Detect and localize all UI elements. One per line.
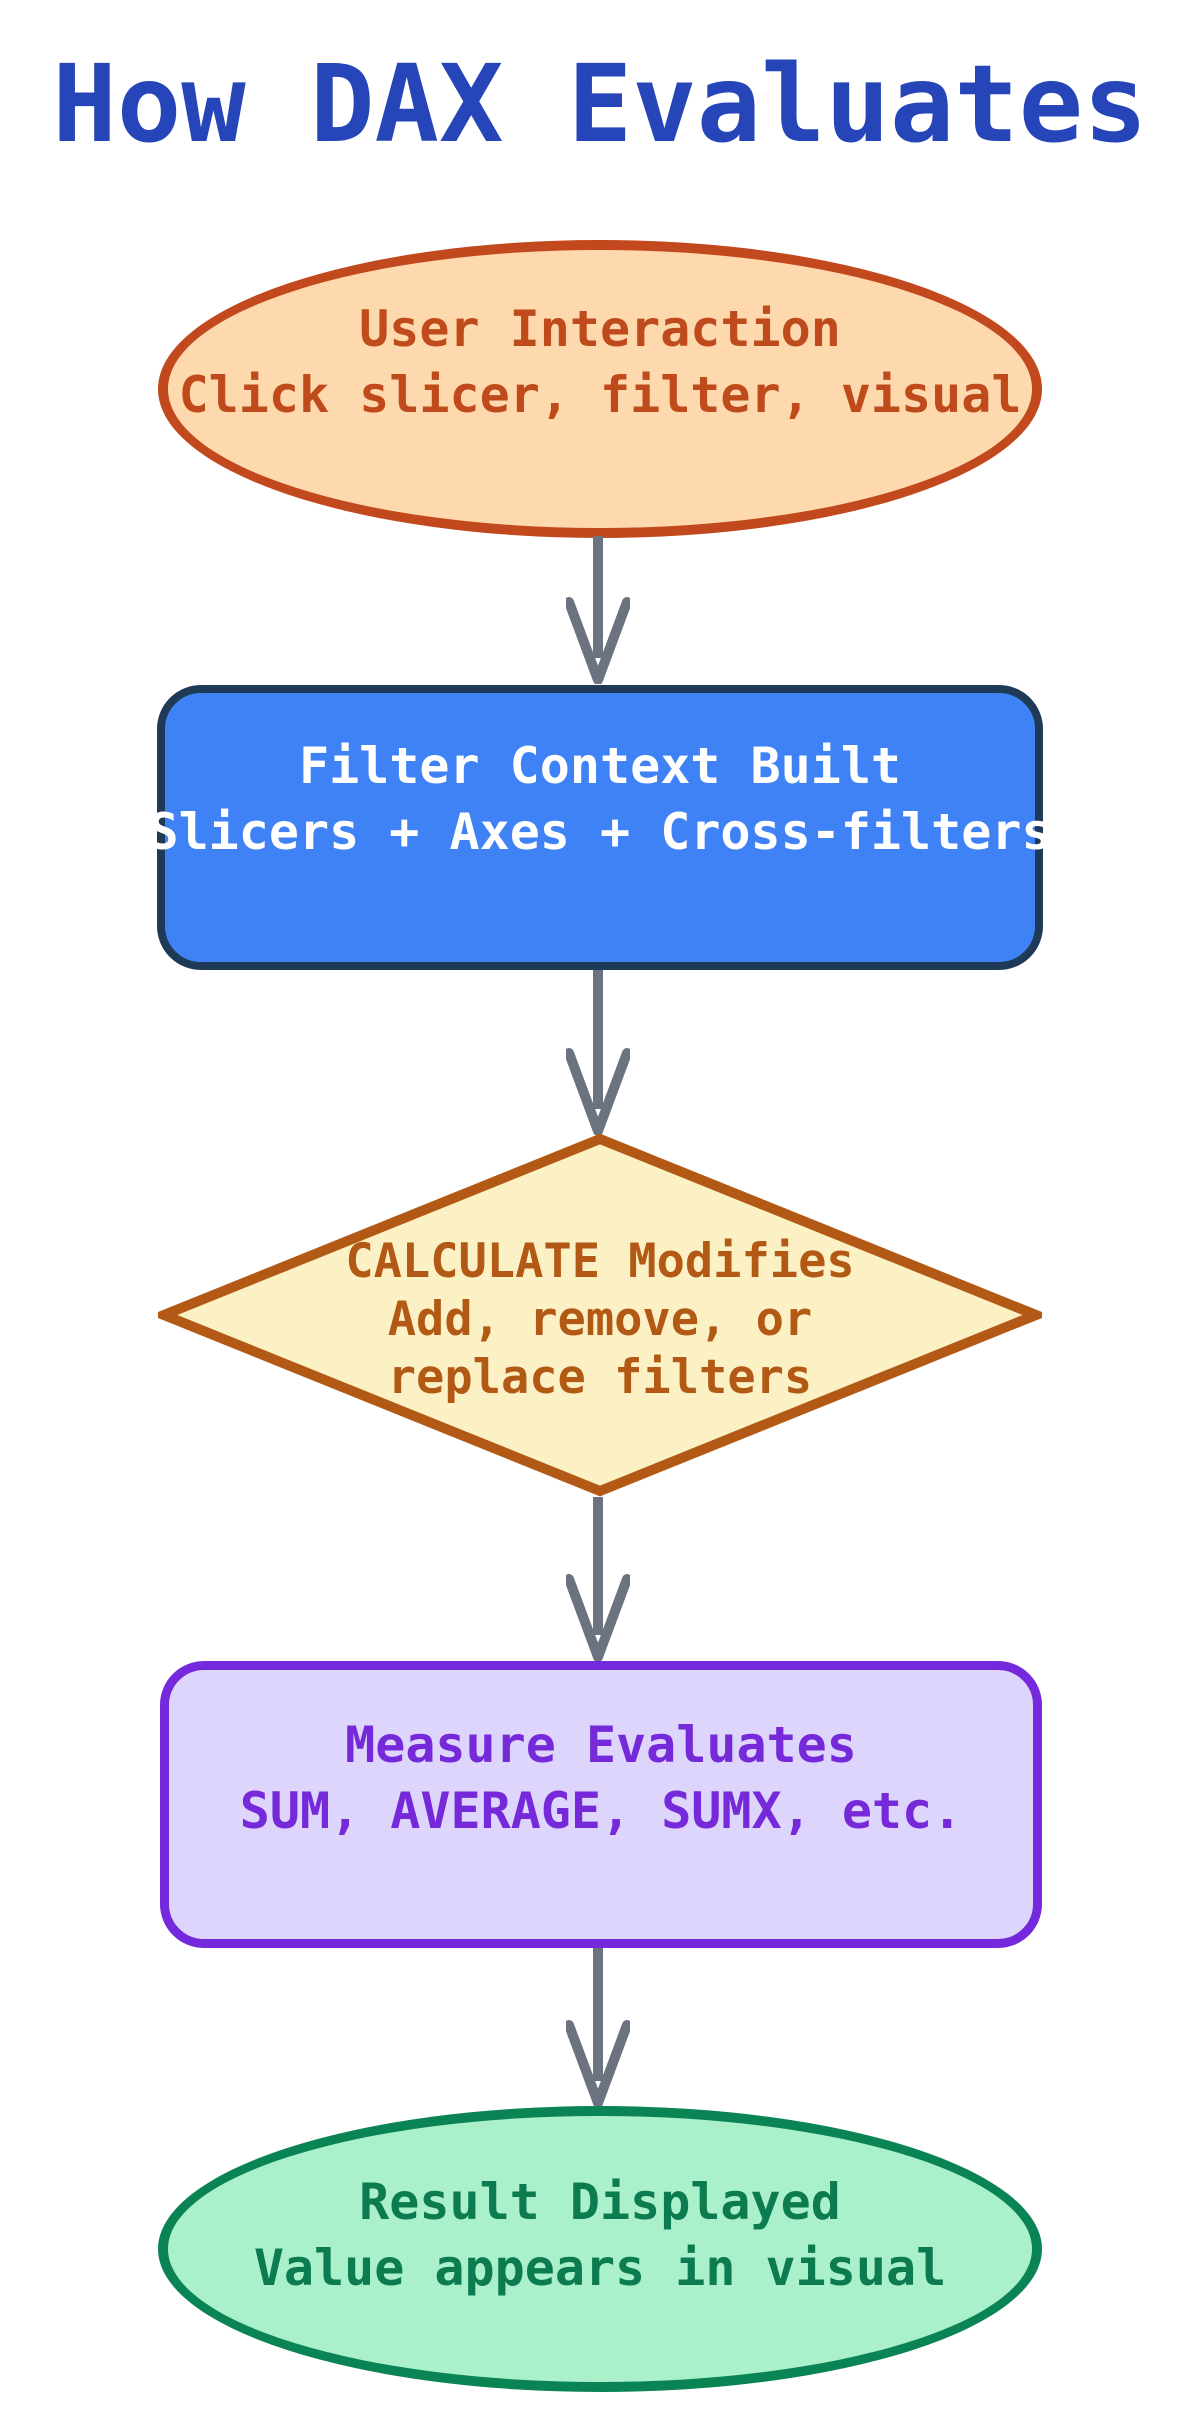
node-text-line: CALCULATE Modifies bbox=[345, 1234, 855, 1289]
down-arrow-icon bbox=[566, 1497, 630, 1661]
flow-node-user-interaction: User Interaction Click slicer, filter, v… bbox=[158, 240, 1042, 538]
node-text-line: Slicers + Axes + Cross-filters bbox=[148, 802, 1052, 861]
page-title: How DAX Evaluates bbox=[52, 43, 1148, 167]
flow-arrow-down-2 bbox=[566, 968, 630, 1135]
node-text-line: Value appears in visual bbox=[253, 2239, 947, 2297]
flow-arrow-down-1 bbox=[566, 534, 630, 684]
down-arrow-icon bbox=[566, 1948, 630, 2107]
flow-node-measure-evaluates: Measure Evaluates SUM, AVERAGE, SUMX, et… bbox=[160, 1661, 1042, 1948]
node-text-line: Click slicer, filter, visual bbox=[178, 366, 1022, 424]
node-text-line: Result Displayed bbox=[359, 2173, 841, 2231]
flow-arrow-down-3 bbox=[566, 1495, 630, 1661]
node-label: Measure Evaluates SUM, AVERAGE, SUMX, et… bbox=[169, 1643, 1033, 1912]
down-arrow-icon bbox=[566, 536, 630, 684]
arrow-head bbox=[566, 1574, 630, 1661]
node-label: User Interaction Click slicer, filter, v… bbox=[168, 223, 1032, 501]
node-label: Result Displayed Value appears in visual bbox=[168, 2102, 1032, 2368]
node-text-line: Add, remove, or bbox=[387, 1292, 813, 1347]
down-arrow-icon bbox=[566, 970, 630, 1135]
diamond-outline bbox=[158, 1133, 1042, 1497]
diamond-shape bbox=[158, 1133, 1042, 1497]
node-label: Filter Context Built Slicers + Axes + Cr… bbox=[148, 664, 1051, 933]
arrow-head bbox=[566, 2020, 630, 2107]
node-text-line: User Interaction bbox=[359, 300, 841, 358]
node-label: CALCULATE Modifies Add, remove, or repla… bbox=[158, 1138, 1042, 1502]
node-text-line: Filter Context Built bbox=[298, 736, 902, 795]
flow-node-calculate-modifies: CALCULATE Modifies Add, remove, or repla… bbox=[158, 1133, 1042, 1497]
node-text-line: Measure Evaluates bbox=[345, 1715, 857, 1774]
arrow-head bbox=[566, 597, 630, 684]
flow-arrow-down-4 bbox=[566, 1946, 630, 2107]
node-text-line: SUM, AVERAGE, SUMX, etc. bbox=[239, 1781, 963, 1840]
node-text-line: replace filters bbox=[387, 1350, 813, 1405]
arrow-head bbox=[566, 1048, 630, 1135]
flow-node-filter-context-built: Filter Context Built Slicers + Axes + Cr… bbox=[148, 685, 1052, 970]
flow-node-result-displayed: Result Displayed Value appears in visual bbox=[158, 2106, 1042, 2392]
